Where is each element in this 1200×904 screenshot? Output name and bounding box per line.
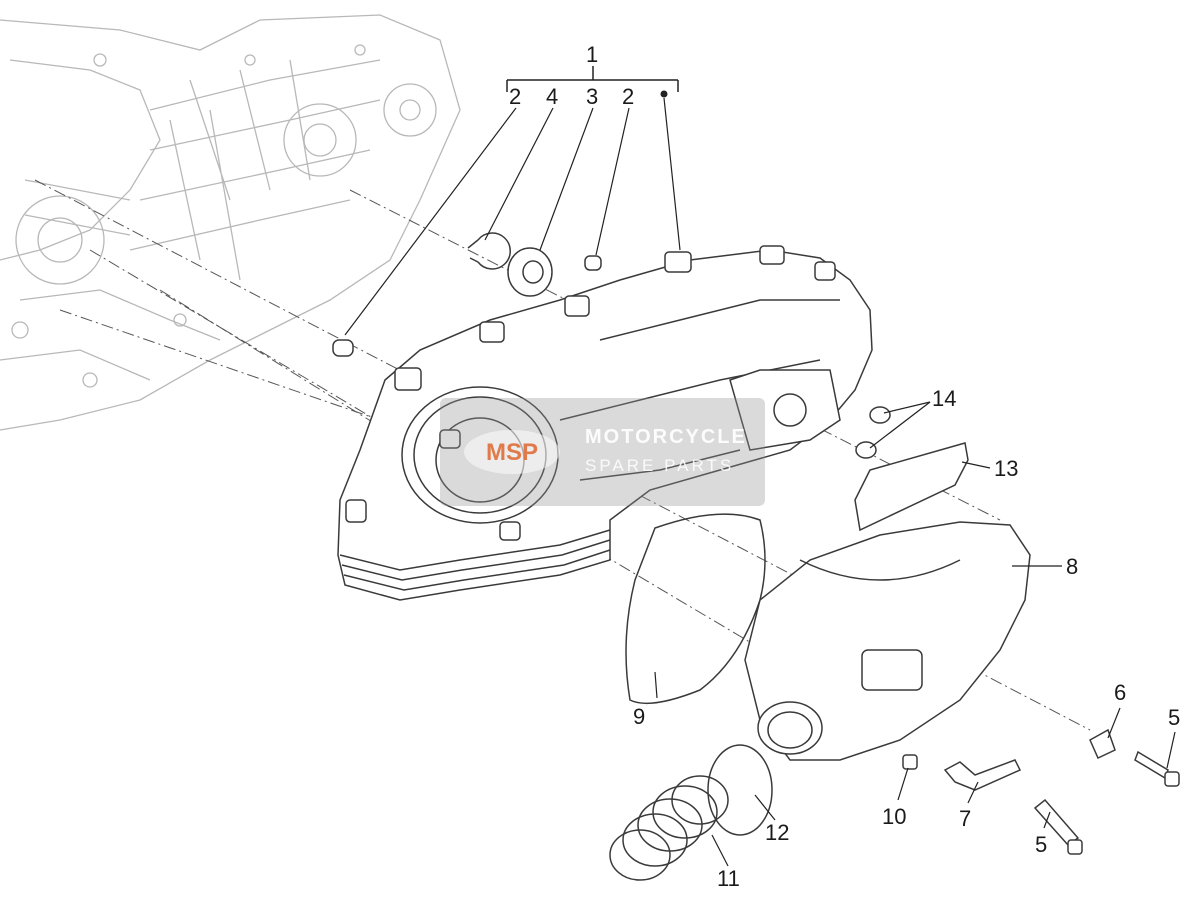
bracket-part: [943, 759, 1022, 791]
callout-2-right: 2: [622, 84, 635, 109]
callout-6: 6: [1114, 680, 1127, 705]
washer-part: [855, 441, 877, 459]
callout-5-lower: 5: [1035, 832, 1048, 857]
watermark-logo-text: MSP: [486, 439, 538, 466]
callout-4: 4: [546, 84, 559, 109]
clip-part: [1089, 728, 1116, 760]
callout-2-left: 2: [509, 84, 522, 109]
callout-10: 10: [882, 804, 907, 829]
bellows-part: [609, 775, 729, 881]
callout-13: 13: [994, 456, 1019, 481]
circlip-part: [467, 232, 511, 270]
leader-lines: [344, 97, 1176, 867]
callout-14: 14: [932, 386, 957, 411]
watermark-brand: MOTORCYCLE: [585, 426, 747, 448]
watermark: MSP MOTORCYCLE SPARE PARTS: [440, 398, 765, 506]
callout-12: 12: [765, 820, 790, 845]
callout-8: 8: [1066, 554, 1079, 579]
crankcase-ghost: [0, 14, 461, 431]
washer-part: [869, 406, 891, 424]
bolt-part: [1134, 750, 1169, 780]
gasket-part: [625, 513, 766, 705]
watermark-subtitle: SPARE PARTS: [585, 456, 735, 475]
callout-7: 7: [959, 806, 972, 831]
clamp-part: [707, 744, 773, 836]
dowel-pin-part: [584, 255, 602, 271]
callout-9: 9: [633, 704, 646, 729]
bolt-part: [902, 754, 918, 770]
callout-5-right: 5: [1168, 705, 1181, 730]
dowel-pin-part: [332, 339, 354, 357]
callout-1: 1: [586, 42, 599, 67]
bolt-part: [1033, 798, 1080, 846]
callout-3: 3: [586, 84, 599, 109]
callout-11: 11: [717, 866, 740, 891]
badge-part: [854, 442, 969, 532]
bullet-dot: [660, 90, 668, 98]
msp-logo-icon: MSP: [464, 430, 560, 474]
small-parts: [332, 232, 1180, 881]
part-1-bracket: [506, 66, 679, 92]
